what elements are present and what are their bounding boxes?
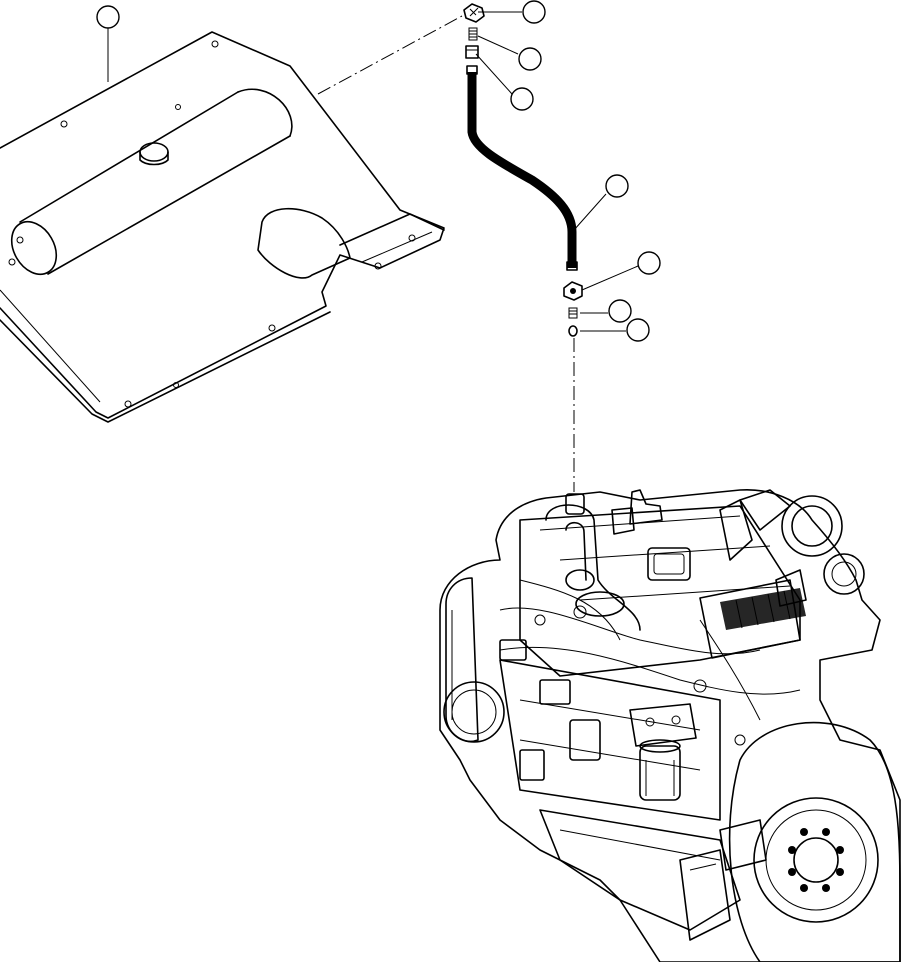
- assembly-center-lines: [317, 15, 575, 492]
- callout-2: [522, 0, 546, 24]
- washer-bottom: [568, 325, 578, 337]
- engine-assembly: [439, 489, 901, 962]
- callout-3: [518, 47, 542, 71]
- callout-8: [626, 318, 650, 342]
- o-ring-top: [468, 27, 478, 41]
- callout-1: [96, 5, 120, 29]
- oil-filter: [639, 739, 681, 801]
- callout-5: [605, 174, 629, 198]
- o-ring-bottom: [568, 307, 578, 319]
- callout-6: [637, 251, 661, 275]
- connector-bottom: [563, 281, 583, 301]
- callout-7: [608, 299, 632, 323]
- vent-tube: [466, 65, 578, 271]
- callout-leaders: [107, 11, 639, 332]
- callout-4: [510, 87, 534, 111]
- elbow-fitting-top: [463, 3, 485, 23]
- flywheel-housing: [728, 721, 901, 962]
- vent-tube-assembly: [463, 3, 583, 337]
- connector-top: [465, 45, 479, 59]
- engine-cover-shield: [0, 31, 445, 423]
- turbocharger: [719, 489, 865, 607]
- fuel-injector-rail: [699, 579, 806, 659]
